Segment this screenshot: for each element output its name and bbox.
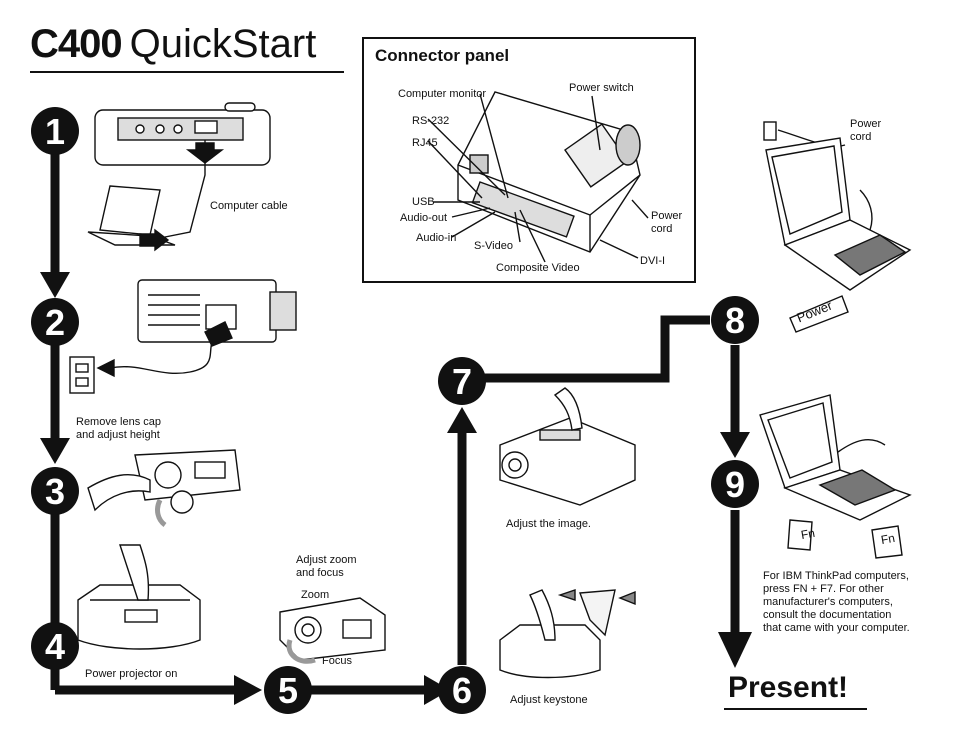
label-s-video: S-Video xyxy=(474,240,513,252)
thinkpad-note: For IBM ThinkPad computers, press FN + F… xyxy=(763,570,910,634)
step-badge-7: 7 xyxy=(438,357,486,405)
keystone-illustration xyxy=(499,589,636,679)
projector-rear-illustration xyxy=(94,102,271,241)
arrowhead-up xyxy=(447,407,477,433)
title-quickstart: QuickStart xyxy=(129,22,317,66)
title-underline xyxy=(30,71,344,73)
caption-keystone: Adjust keystone xyxy=(510,694,588,706)
step-number-9: 9 xyxy=(725,464,745,505)
arrowhead-down-1 xyxy=(40,272,70,298)
laptop-side-illustration xyxy=(87,185,176,252)
step-badge-3: 3 xyxy=(31,467,79,515)
projector-power-illustration xyxy=(69,279,297,394)
arrowhead-down-2 xyxy=(40,438,70,464)
laptop-power-illustration xyxy=(763,121,912,333)
present-heading: Present! xyxy=(728,671,849,704)
zoom-focus-illustration xyxy=(279,597,386,664)
connector-panel-box xyxy=(362,37,696,283)
caption-power-on: Power projector on xyxy=(85,668,178,680)
step-badge-5: 5 xyxy=(264,666,312,714)
step-badge-1: 1 xyxy=(31,107,79,155)
caption-adjust-image: Adjust the image. xyxy=(506,518,591,530)
label-audio-out: Audio-out xyxy=(400,212,448,224)
step-number-8: 8 xyxy=(725,300,745,341)
label-power-switch: Power switch xyxy=(569,82,634,94)
arrowhead-right-2 xyxy=(424,675,450,705)
step-number-1: 1 xyxy=(45,111,65,152)
caption-computer-cable: Computer cable xyxy=(210,200,288,212)
laptop-fn-illustration xyxy=(759,394,912,559)
label-panel-power-cord: Power cord xyxy=(651,210,683,235)
lens-cap-illustration xyxy=(87,449,241,528)
step-badge-4: 4 xyxy=(31,622,79,670)
step-badge-8: 8 xyxy=(711,296,759,344)
step-number-7: 7 xyxy=(452,361,472,402)
connector-panel-title: Connector panel xyxy=(375,46,510,65)
adjust-image-illustration xyxy=(499,387,636,506)
arrowhead-down-final xyxy=(718,632,752,668)
present-underline xyxy=(724,708,867,710)
label-dvi: DVI-I xyxy=(640,255,666,267)
step-badge-9: 9 xyxy=(711,460,759,508)
connector-panel-projector xyxy=(427,91,649,263)
step-number-3: 3 xyxy=(45,471,65,512)
step-number-2: 2 xyxy=(45,302,65,343)
arrowhead-right-1 xyxy=(234,675,262,705)
model-name: C400 xyxy=(30,22,123,66)
caption-lens-cap: Remove lens cap and adjust height xyxy=(76,416,161,441)
power-on-illustration xyxy=(77,544,201,650)
step-number-5: 5 xyxy=(278,670,298,711)
label-computer-monitor: Computer monitor xyxy=(398,88,487,100)
caption-focus: Focus xyxy=(322,655,352,667)
step-badge-6: 6 xyxy=(438,666,486,714)
caption-zoom: Zoom xyxy=(301,589,330,601)
label-audio-in: Audio-in xyxy=(416,232,457,244)
flow-arrowheads xyxy=(40,272,752,705)
label-composite-video: Composite Video xyxy=(496,262,580,274)
label-usb: USB xyxy=(412,196,435,208)
caption-zoom-focus: Adjust zoom and focus xyxy=(296,554,357,579)
caption-fn-key-2: Fn xyxy=(879,530,897,548)
step-number-4: 4 xyxy=(45,626,65,667)
step-badge-2: 2 xyxy=(31,298,79,346)
step-number-6: 6 xyxy=(452,670,472,711)
caption-fn-key-1: Fn xyxy=(799,525,817,543)
arrowhead-down-3 xyxy=(720,432,750,458)
label-rj45: RJ45 xyxy=(412,137,438,149)
caption-laptop-power-cord: Power cord xyxy=(850,118,882,143)
